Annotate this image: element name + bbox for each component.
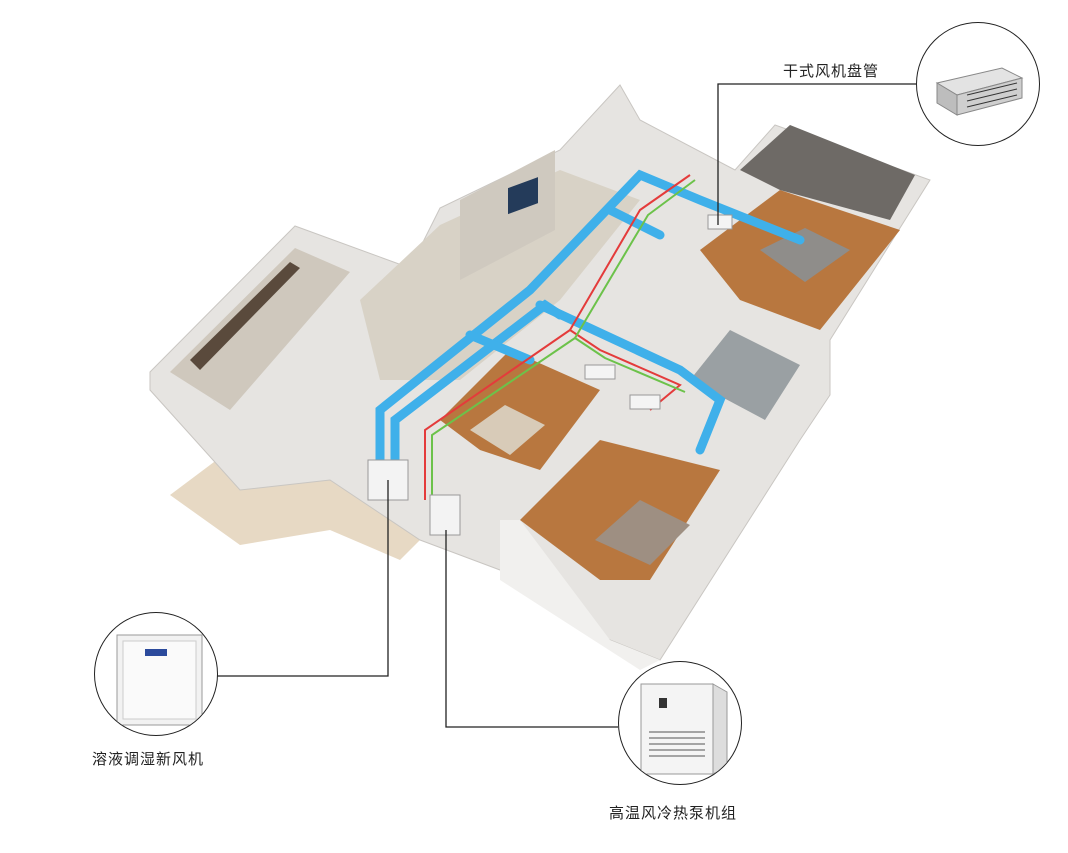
bedroom3-wall-front bbox=[500, 520, 660, 670]
fan-coil-unit-2 bbox=[584, 364, 616, 380]
heat-pump-device-icon bbox=[640, 683, 728, 775]
master-bed bbox=[760, 228, 850, 282]
fresh-air-unit-callout-circle bbox=[94, 612, 218, 736]
fresh-air-unit-device-icon bbox=[116, 634, 203, 726]
fan-coil-unit bbox=[707, 214, 733, 230]
fan-coil-device-icon bbox=[935, 67, 1024, 116]
heat-pump-callout-circle bbox=[618, 661, 742, 785]
master-bedroom-wall bbox=[740, 125, 915, 220]
water-pipes bbox=[424, 174, 696, 500]
fan-coil-label: 干式风机盘管 bbox=[783, 62, 880, 80]
bathroom-floor bbox=[690, 330, 800, 420]
kitchen-floor bbox=[170, 248, 350, 410]
bedroom3-bed bbox=[595, 500, 690, 565]
tv bbox=[508, 177, 538, 215]
fan-coil-callout-circle bbox=[916, 22, 1040, 146]
leader-lines bbox=[217, 83, 916, 728]
fan-coil-unit-3 bbox=[629, 394, 661, 410]
heat-pump-label: 高温风冷热泵机组 bbox=[609, 804, 738, 822]
bedroom2-bed bbox=[470, 405, 545, 455]
bedroom2-floor bbox=[440, 350, 600, 470]
heat-pump-icon bbox=[429, 494, 461, 536]
air-ducts bbox=[375, 169, 805, 465]
fresh-air-unit-label: 溶液调湿新风机 bbox=[92, 750, 205, 768]
kitchen-cabinets bbox=[190, 262, 300, 370]
living-floor bbox=[360, 170, 640, 380]
